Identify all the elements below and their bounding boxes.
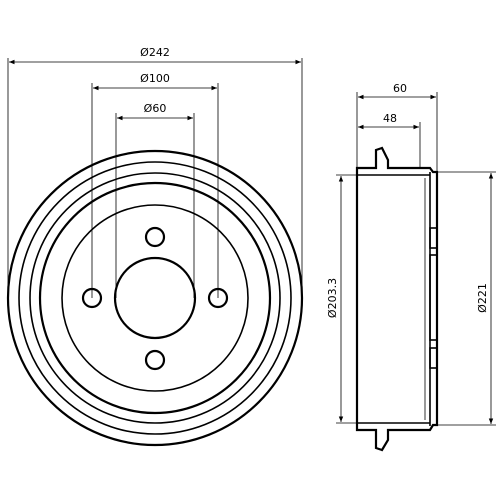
- side-hub-boss-mid: [429, 254, 438, 341]
- dim-total-width: 60: [356, 82, 438, 172]
- label-side-outer-diameter: Ø221: [476, 283, 489, 313]
- dim-outer-diameter: Ø242: [7, 46, 303, 298]
- side-hub-boss-top: [429, 227, 438, 249]
- center-bore-circle: [113, 256, 197, 340]
- label-total-width: 60: [393, 82, 407, 95]
- stud-hole-top: [144, 226, 166, 248]
- dim-side-outer-diameter: Ø221: [437, 171, 496, 426]
- front-view: [6, 149, 304, 447]
- drum-rim-ring-2: [29, 172, 281, 424]
- label-inner-diameter: Ø203.3: [326, 278, 339, 318]
- hub-face: [61, 204, 249, 392]
- dim-bolt-circle: Ø100: [91, 72, 219, 298]
- label-outer-diameter: Ø242: [140, 46, 170, 59]
- label-bolt-circle: Ø100: [140, 72, 170, 85]
- side-view: [355, 146, 439, 452]
- stud-hole-bottom: [144, 349, 166, 371]
- drum-rim-ring-3: [38, 181, 272, 415]
- drum-outer-rim: [6, 149, 304, 447]
- label-inner-width: 48: [383, 112, 397, 125]
- label-center-bore: Ø60: [144, 102, 167, 115]
- dim-inner-diameter: Ø203.3: [326, 174, 357, 424]
- drum-rim-ring-1: [18, 161, 292, 435]
- dim-inner-width: 48: [358, 112, 421, 168]
- side-hub-boss-bottom: [429, 347, 438, 369]
- dim-center-bore: Ø60: [115, 102, 195, 298]
